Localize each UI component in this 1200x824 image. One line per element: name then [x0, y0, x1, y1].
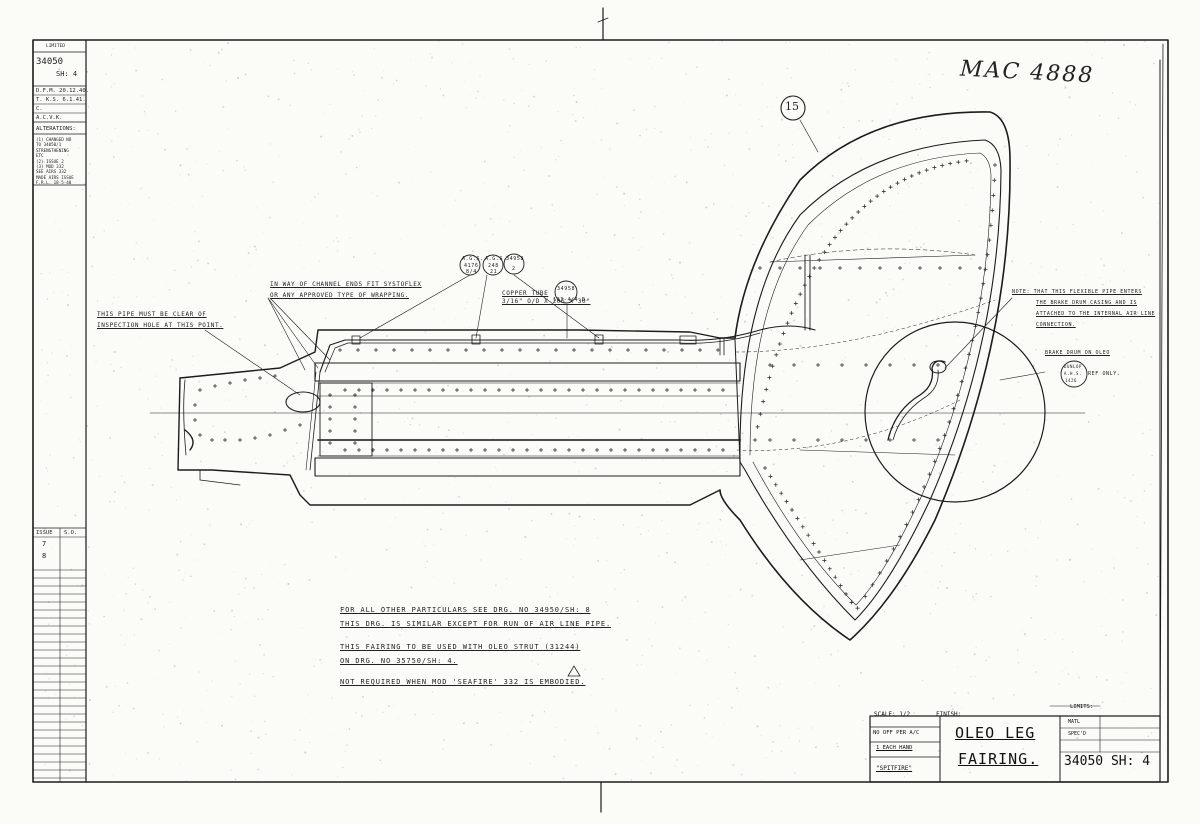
note-2: THIS DRG. IS SIMILAR EXCEPT FOR RUN OF A…: [340, 620, 612, 628]
side-drawing-no: 34050: [36, 57, 64, 67]
side-row-1: T. K.S. 6.1.41.: [36, 97, 86, 103]
issue-0: 7: [42, 540, 47, 548]
ref-b-line-3: 21: [490, 269, 498, 275]
flex-note-line-4: CONNECTION.: [1036, 322, 1076, 328]
alteration-line: (2) ISSUE 2: [36, 158, 64, 164]
side-row-2: C.: [36, 106, 43, 112]
ref-d-line-2: 133-4/4.D.: [553, 297, 590, 303]
fairing-root-outline: [179, 329, 736, 379]
flex-note-line-3: ATTACHED TO THE INTERNAL AIR LINE: [1036, 311, 1156, 317]
flex-note-line-1: NOTE: THAT THIS FLEXIBLE PIPE ENTERS: [1012, 289, 1142, 295]
channel-note-line-2: OR ANY APPROVED TYPE OF WRAPPING.: [270, 292, 410, 299]
ref-a-line-3: 8/4: [466, 269, 477, 275]
alteration-line: STRENGTHENING: [36, 147, 69, 153]
side-row-3: A.C.V.K.: [36, 115, 63, 121]
material-label: MATL: [1068, 719, 1081, 725]
brake-ref-line-3: 1426: [1065, 378, 1078, 383]
alteration-line: MADE AIRS ISSUE: [36, 174, 74, 180]
brake-drum-label: BRAKE DRUM ON OLEO: [1045, 350, 1110, 356]
alteration-line: (3) MOD 332: [36, 164, 64, 169]
inspection-hole: [285, 391, 321, 413]
ref-a-line-1: A.G.S.: [462, 256, 484, 262]
side-row-0: D.F.M. 20.12.40.: [36, 88, 89, 94]
upper-channel: [314, 362, 741, 382]
title-block-drawing-number: 34050 SH: 4: [1064, 754, 1151, 769]
alteration-line: SEE AIRS 332: [36, 169, 67, 175]
so-header: S.O.: [64, 530, 78, 536]
alteration-line: (1) CHANGED NO: [36, 137, 72, 142]
item-balloon-number: 15: [785, 100, 799, 113]
copper-tube-spec: 3/16" O/D x 20G x 30": [502, 298, 591, 305]
brake-ref-line-1: DUNLOP: [1064, 364, 1083, 369]
channel-note-line-1: IN WAY OF CHANNEL ENDS FIT SYSTOFLEX: [270, 281, 422, 288]
side-sheet: SH: 4: [56, 70, 78, 78]
limits-label: LIMITS:: [1070, 704, 1094, 710]
ref-c-line-1: 34958: [506, 256, 525, 262]
pipe-clear-note-line-1: THIS PIPE MUST BE CLEAR OF: [97, 311, 207, 318]
drawing-title-line-1: OLEO LEG: [955, 724, 1036, 742]
copper-tube-label: COPPER TUBE: [502, 290, 549, 297]
pipe-clear-note-line-2: INSPECTION HOLE AT THIS POINT.: [97, 322, 224, 329]
fan-outer-outline: [719, 111, 1011, 641]
note-3: THIS FAIRING TO BE USED WITH OLEO STRUT …: [340, 643, 581, 651]
brake-ref-line-2: A.H.S.: [1064, 371, 1083, 376]
no-off-label: NO OFF PER A/C: [873, 730, 920, 736]
air-line-pipe: [319, 325, 816, 373]
issue-header: ISSUE: [36, 530, 53, 536]
ref-c-line-2: 2: [512, 266, 516, 272]
side-header: LIMITED: [46, 44, 65, 49]
finish-label: FINISH:: [936, 711, 962, 718]
ref-only-label: REF ONLY.: [1088, 371, 1121, 377]
ref-d-line-1: 34958: [557, 286, 576, 292]
issue-1: 8: [42, 552, 47, 560]
note-1: FOR ALL OTHER PARTICULARS SEE DRG. NO 34…: [340, 606, 591, 614]
drawing-title-line-2: FAIRING.: [958, 750, 1039, 768]
note-4: ON DRG. NO 35750/SH: 4.: [340, 657, 458, 665]
flex-note-line-2: THE BRAKE DRUM CASING AND IS: [1036, 300, 1138, 306]
aircraft-label: "SPITFIRE": [876, 765, 913, 772]
note-5: NOT REQUIRED WHEN MOD 'SEAFIRE' 332 IS E…: [340, 678, 586, 686]
alteration-line: F.R.L. 18-5-40: [36, 180, 72, 186]
ref-b-line-2: 248: [488, 263, 499, 269]
alteration-line: ETC: [36, 153, 44, 159]
lower-channel: [314, 457, 741, 477]
ref-b-line-1: A.G.S.: [485, 256, 507, 262]
spec-label: SPEC'D: [1068, 731, 1087, 737]
scale-label: SCALE: 1/2: [874, 711, 911, 718]
alterations-header: ALTERATIONS:: [36, 126, 76, 132]
each-hand-label: 1 EACH HAND: [876, 745, 913, 751]
alteration-line: TO 34050/1: [36, 142, 62, 148]
brake-drum: [864, 321, 1046, 503]
ref-a-line-2: 4176: [464, 263, 479, 269]
